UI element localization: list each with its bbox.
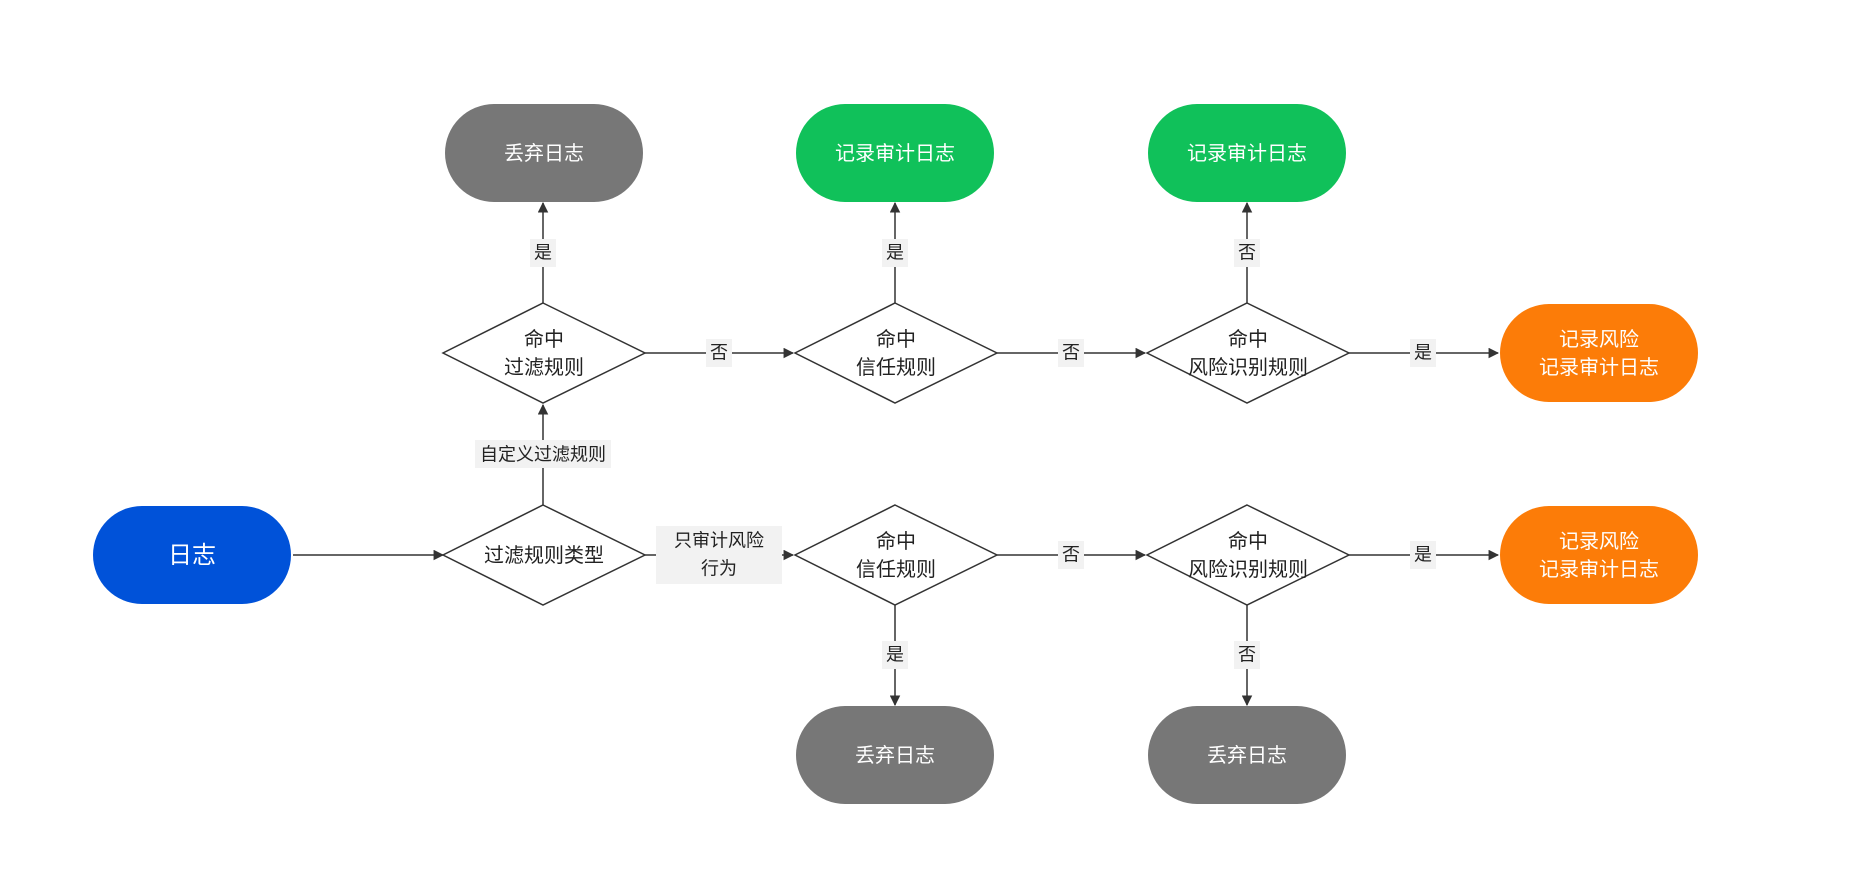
diamond-shape — [1145, 504, 1351, 606]
edge-label-text: 否 — [1062, 343, 1080, 364]
node-label: 命中 — [876, 529, 916, 553]
decision-hit-risk-top: 命中 风险识别规则 — [1145, 302, 1351, 404]
node-label: 记录审计日志 — [1187, 141, 1307, 165]
edge-label-text: 否 — [1062, 545, 1080, 566]
node-record-top-1: 记录审计日志 — [796, 104, 994, 202]
edge-label-text: 只审计风险 — [674, 531, 764, 552]
edge-labels: 自定义过滤规则 是 否 是 否 否 是 只审计风险 行为 — [475, 239, 1436, 669]
edge-label-text: 否 — [1238, 243, 1256, 264]
record-pill — [1148, 104, 1346, 202]
node-label: 记录风险 — [1559, 529, 1639, 553]
diamond-shape — [1145, 302, 1351, 404]
node-label: 记录风险 — [1559, 327, 1639, 351]
node-risk-top: 记录风险 记录审计日志 — [1500, 304, 1698, 402]
discard-pill — [796, 706, 994, 804]
edge-label-no-trust-top: 否 — [1058, 339, 1084, 367]
edge-label-text: 否 — [710, 343, 728, 364]
node-label: 命中 — [524, 327, 564, 351]
decision-hit-trust-bottom: 命中 信任规则 — [793, 504, 999, 606]
edge-label-text: 是 — [886, 645, 904, 666]
edge-label-text: 是 — [1414, 545, 1432, 566]
diamond-shape — [441, 504, 647, 606]
decision-filter-type: 过滤规则类型 — [441, 504, 647, 606]
node-label: 日志 — [168, 541, 216, 569]
node-label: 丢弃日志 — [855, 743, 935, 767]
edge-label-no-filter: 否 — [706, 339, 732, 367]
decision-hit-filter: 命中 过滤规则 — [441, 302, 647, 404]
edge-label-yes-risk-bottom: 是 — [1410, 541, 1436, 569]
node-label: 信任规则 — [856, 355, 936, 379]
edge-label-audit-risk-only: 只审计风险 行为 — [656, 526, 782, 584]
node-label: 过滤规则 — [504, 355, 584, 379]
edge-label-text: 否 — [1238, 645, 1256, 666]
node-discard-top: 丢弃日志 — [445, 104, 643, 202]
risk-pill — [1500, 304, 1698, 402]
edge-label-text: 自定义过滤规则 — [480, 445, 606, 466]
node-discard-bottom-1: 丢弃日志 — [796, 706, 994, 804]
decision-hit-risk-bottom: 命中 风险识别规则 — [1145, 504, 1351, 606]
diamond-shape — [793, 302, 999, 404]
node-label: 丢弃日志 — [504, 141, 584, 165]
record-pill — [796, 104, 994, 202]
decision-hit-trust-top: 命中 信任规则 — [793, 302, 999, 404]
risk-pill — [1500, 506, 1698, 604]
node-label: 命中 — [1228, 327, 1268, 351]
node-label: 记录审计日志 — [835, 141, 955, 165]
node-label: 丢弃日志 — [1207, 743, 1287, 767]
discard-pill — [1148, 706, 1346, 804]
node-start: 日志 — [93, 506, 291, 604]
node-label: 记录审计日志 — [1539, 557, 1659, 581]
node-risk-bottom: 记录风险 记录审计日志 — [1500, 506, 1698, 604]
edge-label-custom-filter: 自定义过滤规则 — [475, 440, 611, 468]
edge-label-yes-risk-top: 是 — [1410, 339, 1436, 367]
edge-label-text: 是 — [534, 243, 552, 264]
node-label: 命中 — [1228, 529, 1268, 553]
edge-label-no-risk-top: 否 — [1234, 239, 1260, 267]
discard-pill — [445, 104, 643, 202]
node-record-top-2: 记录审计日志 — [1148, 104, 1346, 202]
node-label: 信任规则 — [856, 557, 936, 581]
edge-label-yes-trust-bottom: 是 — [882, 641, 908, 669]
node-discard-bottom-2: 丢弃日志 — [1148, 706, 1346, 804]
edge-label-no-trust-bottom: 否 — [1058, 541, 1084, 569]
node-label: 过滤规则类型 — [484, 543, 604, 567]
diamond-shape — [793, 504, 999, 606]
node-label: 风险识别规则 — [1188, 557, 1308, 581]
node-label: 风险识别规则 — [1188, 355, 1308, 379]
edge-label-no-risk-bottom: 否 — [1234, 641, 1260, 669]
edge-label-text: 是 — [886, 243, 904, 264]
edge-label-text: 行为 — [701, 559, 737, 580]
node-label: 命中 — [876, 327, 916, 351]
edge-label-text: 是 — [1414, 343, 1432, 364]
diamond-shape — [441, 302, 647, 404]
node-label: 记录审计日志 — [1539, 355, 1659, 379]
start-pill — [93, 506, 291, 604]
edge-label-yes-trust-top: 是 — [882, 239, 908, 267]
edge-label-yes-filter: 是 — [530, 239, 556, 267]
edges — [293, 201, 1500, 707]
